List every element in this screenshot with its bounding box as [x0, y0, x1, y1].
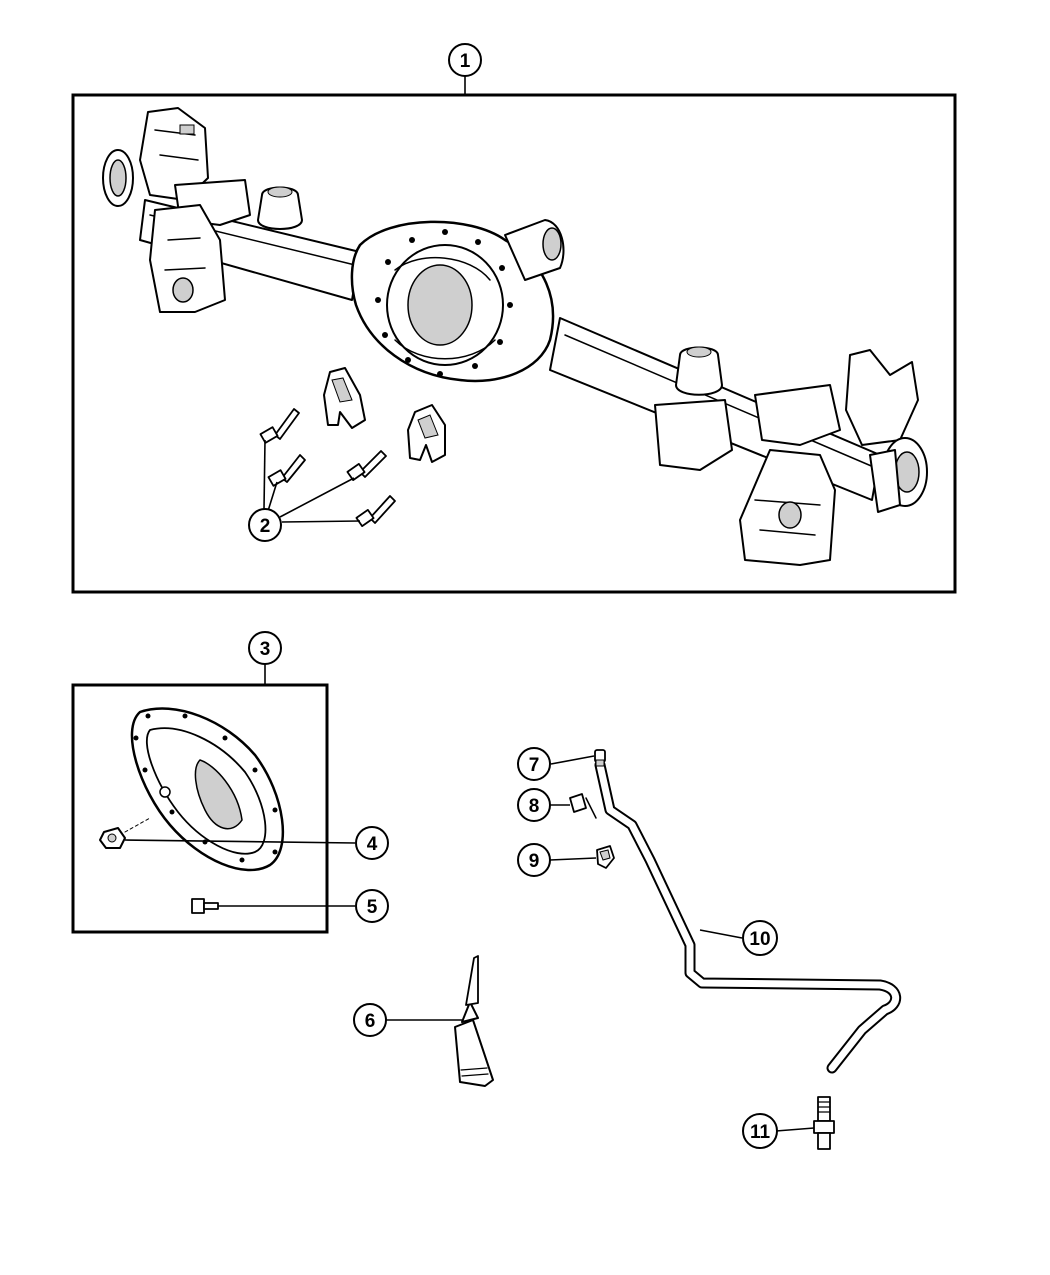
callout-3: 3 [248, 631, 282, 665]
leader-lines [124, 76, 815, 1132]
callout-4: 4 [355, 826, 389, 860]
svg-text:4: 4 [367, 834, 378, 855]
svg-text:8: 8 [529, 796, 540, 817]
bolt-c [346, 450, 387, 482]
bearing-cap-bolts[interactable] [259, 408, 396, 528]
svg-text:11: 11 [750, 1122, 771, 1143]
vent-cap[interactable] [594, 749, 606, 767]
hose-clamp[interactable] [596, 845, 615, 869]
vent-fitting[interactable] [813, 1096, 835, 1150]
callout-5: 5 [355, 889, 389, 923]
callout-7: 7 [517, 747, 551, 781]
svg-text:5: 5 [367, 897, 378, 918]
bolt-b [267, 454, 306, 487]
svg-text:10: 10 [749, 929, 770, 950]
svg-text:9: 9 [529, 851, 540, 872]
callout-1: 1 [448, 43, 482, 77]
bearing-caps[interactable] [323, 367, 446, 463]
bolt-d [355, 495, 396, 528]
differential-cover[interactable] [130, 707, 285, 872]
callout-2: 2 [248, 508, 282, 542]
svg-text:6: 6 [365, 1011, 376, 1032]
rear-axle-housing[interactable] [102, 107, 928, 566]
vent-tube[interactable] [594, 759, 902, 1074]
callout-9: 9 [517, 843, 551, 877]
axle-assembly-frame [71, 93, 957, 594]
callout-6: 6 [353, 1003, 387, 1037]
bolt-a [259, 408, 300, 444]
svg-text:1: 1 [460, 51, 471, 72]
svg-text:2: 2 [260, 516, 271, 537]
callout-10: 10 [742, 920, 778, 956]
cover-kit-frame [71, 683, 329, 934]
fill-plug[interactable] [99, 817, 151, 849]
vent-clip[interactable] [569, 793, 597, 819]
sealant-tube[interactable] [454, 955, 494, 1087]
svg-text:3: 3 [260, 639, 271, 660]
cover-bolt[interactable] [191, 898, 219, 914]
callout-8: 8 [517, 788, 551, 822]
callouts: 1 2 3 4 5 6 7 8 [248, 43, 778, 1149]
svg-text:7: 7 [529, 755, 540, 776]
callout-11: 11 [742, 1113, 778, 1149]
